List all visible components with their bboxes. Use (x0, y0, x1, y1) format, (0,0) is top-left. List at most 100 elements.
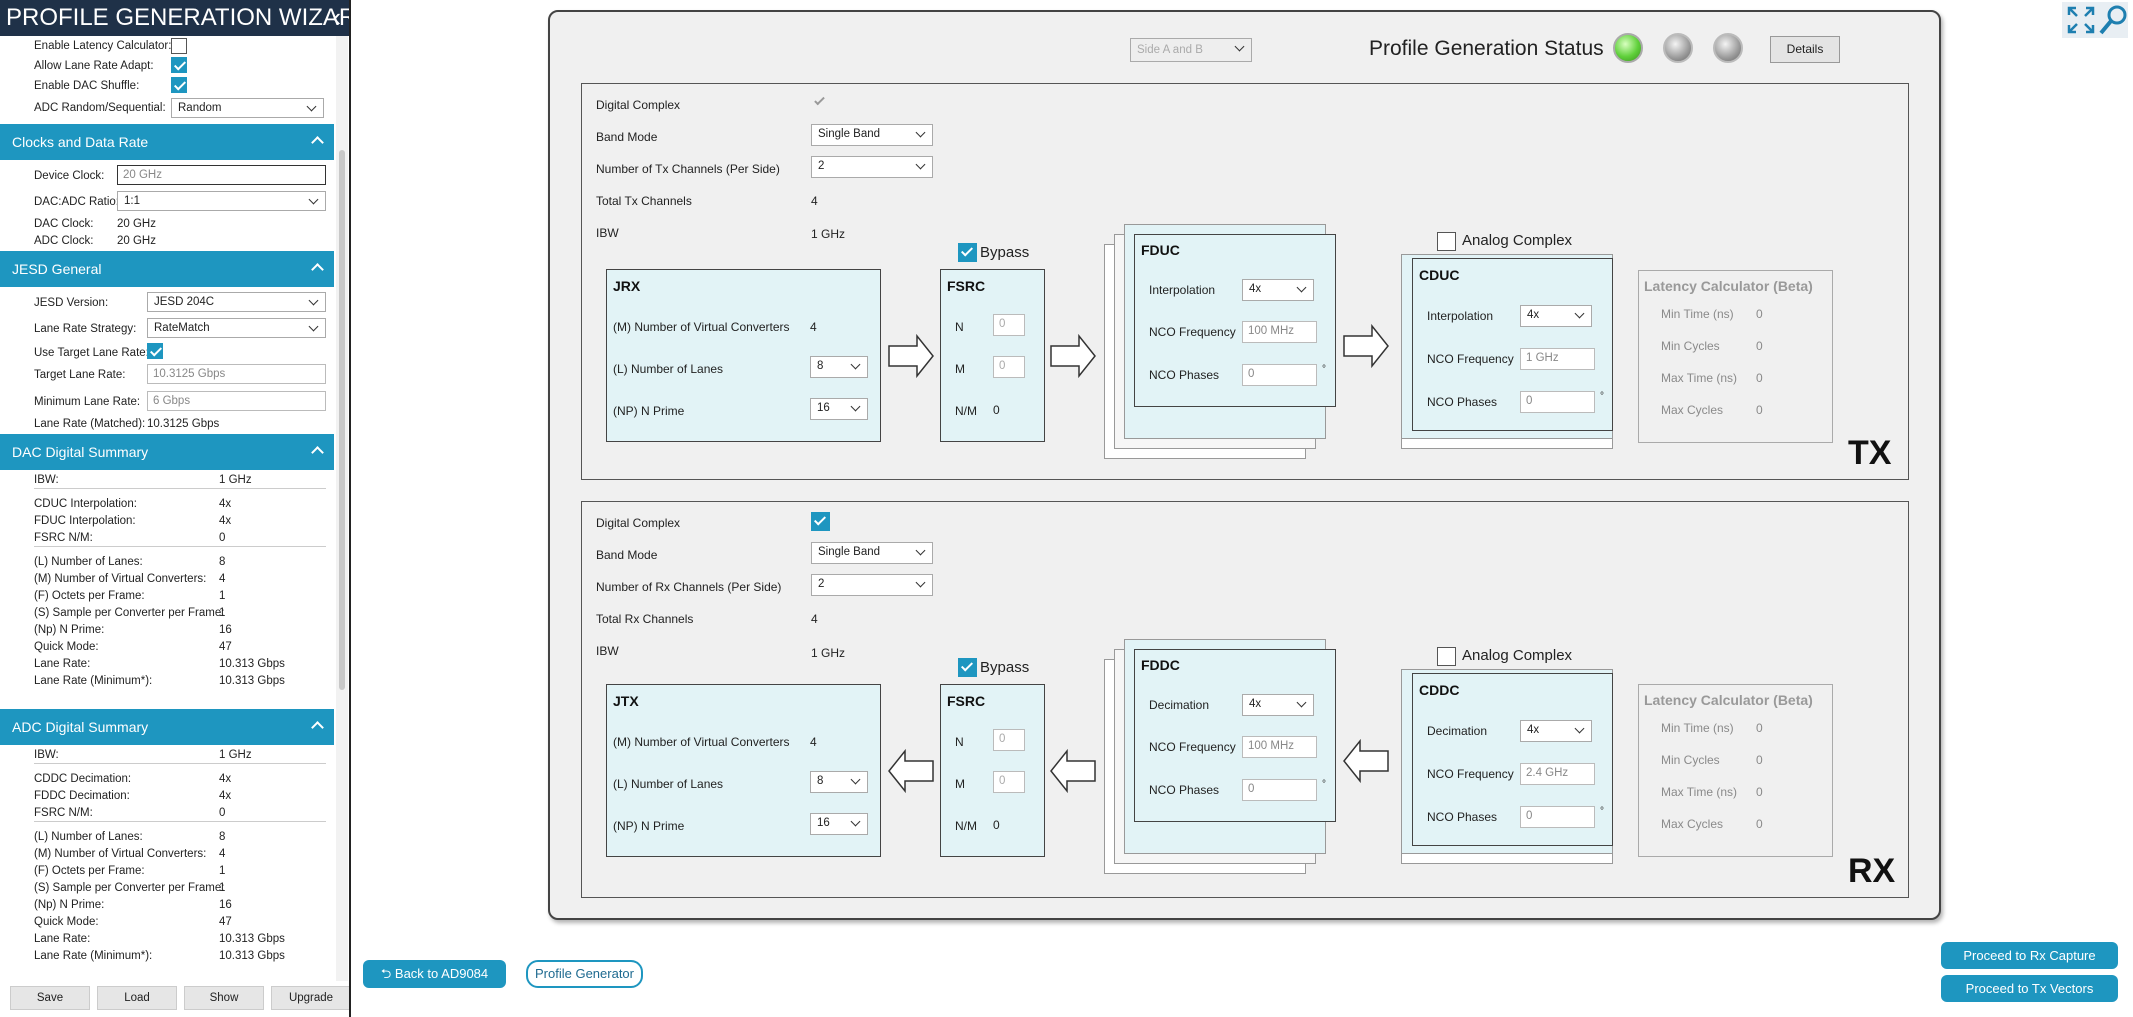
fduc-nco-freq-input[interactable]: 100 MHz (1242, 321, 1317, 343)
collapse-up-icon (311, 446, 324, 459)
fduc-interp-select[interactable]: 4x (1242, 279, 1314, 301)
tx-band-mode-select[interactable]: Single Band (811, 124, 933, 146)
fduc-nco-phase-input[interactable]: 0 (1242, 364, 1317, 386)
rx-analog-complex-checkbox[interactable] (1437, 647, 1456, 666)
jtx-l-select[interactable]: 8 (810, 771, 868, 793)
dac-summary-header[interactable]: DAC Digital Summary (0, 434, 334, 470)
rx-fsrc-block: FSRC N 0 M 0 N/M 0 (940, 684, 1045, 857)
jrx-l-select[interactable]: 8 (810, 356, 868, 378)
back-button[interactable]: ⮌ Back to AD9084 (363, 960, 506, 988)
tx-latency-box: Latency Calculator (Beta) Min Time (ns) … (1638, 270, 1833, 443)
tx-fsrc-n-input[interactable]: 0 (993, 314, 1025, 336)
rx-fsrc-m-input[interactable]: 0 (993, 771, 1025, 793)
cduc-nco-freq-input[interactable]: 1 GHz (1520, 348, 1595, 370)
rx-fsrc-n-input[interactable]: 0 (993, 729, 1025, 751)
zoom-icon[interactable] (2098, 4, 2128, 36)
cddc-nco-freq-input[interactable]: 2.4 GHz (1520, 763, 1595, 785)
dac-summary-label: IBW: (34, 474, 59, 486)
dac-adc-ratio-label: DAC:ADC Ratio: (34, 196, 119, 208)
jesd-version-select[interactable]: JESD 204C (147, 292, 326, 312)
dac-summary-value: 4x (219, 515, 232, 527)
adc-summary-label: (S) Sample per Converter per Frame: (34, 882, 225, 894)
wizard-sidebar: PROFILE GENERATION WIZARD ‹ Enable Laten… (0, 0, 351, 1017)
tx-analog-complex-checkbox[interactable] (1437, 232, 1456, 251)
use-target-lane-rate-label: Use Target Lane Rate: (34, 347, 149, 359)
jtx-m-label: (M) Number of Virtual Converters (613, 735, 790, 749)
dac-summary-label: (L) Number of Lanes: (34, 556, 143, 568)
proceed-tx-vectors-button[interactable]: Proceed to Tx Vectors (1941, 975, 2118, 1002)
cddc-nco-phase-input[interactable]: 0 (1520, 806, 1595, 828)
details-button[interactable]: Details (1770, 36, 1840, 63)
lane-rate-strategy-label: Lane Rate Strategy: (34, 323, 137, 335)
adc-summary-value: 10.313 Gbps (219, 933, 285, 945)
minimum-lane-rate-input[interactable]: 6 Gbps (147, 391, 326, 411)
tx-tag: TX (1848, 434, 1892, 472)
save-button[interactable]: Save (10, 986, 90, 1010)
rx-fsrc-nm-value: 0 (993, 818, 1000, 832)
tx-channels-select[interactable]: 2 (811, 156, 933, 178)
tx-total-channels-value: 4 (811, 194, 818, 208)
rx-ibw-value: 1 GHz (811, 646, 846, 660)
left-arrow-icon (888, 749, 934, 793)
adc-random-label: ADC Random/Sequential: (34, 102, 166, 114)
use-target-lane-rate-checkbox[interactable] (147, 343, 163, 359)
rx-bypass-checkbox[interactable] (958, 658, 977, 677)
adc-summary-label: Quick Mode: (34, 916, 99, 928)
show-button[interactable]: Show (184, 986, 264, 1010)
side-select[interactable]: Side A and B (1130, 38, 1252, 62)
tx-digital-complex-checkbox[interactable] (812, 94, 828, 110)
tx-bypass-checkbox[interactable] (958, 243, 977, 262)
enable-latency-checkbox[interactable] (171, 38, 187, 54)
proceed-rx-capture-button[interactable]: Proceed to Rx Capture (1941, 942, 2118, 969)
rx-latency-value: 0 (1756, 721, 1763, 735)
profile-generator-button[interactable]: Profile Generator (526, 960, 643, 988)
rx-digital-complex-checkbox[interactable] (811, 512, 830, 531)
expand-icon[interactable] (2066, 5, 2096, 35)
lane-rate-strategy-select[interactable]: RateMatch (147, 318, 326, 338)
clocks-section-header[interactable]: Clocks and Data Rate (0, 124, 334, 160)
dac-summary-label: FSRC N/M: (34, 532, 93, 544)
jesd-version-label: JESD Version: (34, 297, 109, 309)
upgrade-button[interactable]: Upgrade (271, 986, 349, 1010)
fddc-nco-phase-input[interactable]: 0 (1242, 779, 1317, 801)
rx-latency-value: 0 (1756, 817, 1763, 831)
cddc-dec-select[interactable]: 4x (1520, 720, 1592, 742)
dac-summary-label: Quick Mode: (34, 641, 99, 653)
collapse-up-icon (311, 721, 324, 734)
adc-summary-header[interactable]: ADC Digital Summary (0, 709, 334, 745)
cddc-title: CDDC (1419, 682, 1460, 698)
fddc-nco-freq-input[interactable]: 100 MHz (1242, 736, 1317, 758)
left-arrow-icon (1050, 749, 1096, 793)
tx-fsrc-m-input[interactable]: 0 (993, 356, 1025, 378)
summary-divider (34, 546, 326, 547)
dac-summary-value: 16 (219, 624, 232, 636)
cduc-nco-phase-input[interactable]: 0 (1520, 391, 1595, 413)
jesd-section-header[interactable]: JESD General (0, 251, 334, 287)
cduc-title: CDUC (1419, 267, 1460, 283)
allow-lane-rate-checkbox[interactable] (171, 57, 187, 73)
target-lane-rate-input[interactable]: 10.3125 Gbps (147, 364, 326, 384)
load-button[interactable]: Load (97, 986, 177, 1010)
enable-dac-shuffle-checkbox[interactable] (171, 77, 187, 93)
dac-summary-value: 1 (219, 607, 226, 619)
tx-latency-value: 0 (1756, 403, 1763, 417)
cduc-interp-select[interactable]: 4x (1520, 305, 1592, 327)
dac-summary-label: (M) Number of Virtual Converters: (34, 573, 207, 585)
collapse-chevron-icon[interactable]: ‹ (332, 2, 341, 32)
rx-channels-select[interactable]: 2 (811, 574, 933, 596)
adc-random-select[interactable]: Random (171, 98, 324, 118)
device-clock-input[interactable]: 20 GHz (117, 165, 326, 185)
fddc-dec-select[interactable]: 4x (1242, 694, 1314, 716)
adc-summary-label: (L) Number of Lanes: (34, 831, 143, 843)
jtx-np-select[interactable]: 16 (810, 813, 868, 835)
summary-divider (34, 763, 326, 764)
dac-adc-ratio-select[interactable]: 1:1 (117, 191, 326, 211)
jrx-m-label: (M) Number of Virtual Converters (613, 320, 790, 334)
jrx-np-select[interactable]: 16 (810, 398, 868, 420)
tx-bypass-label: Bypass (980, 244, 1030, 261)
adc-summary-label: FDDC Decimation: (34, 790, 130, 802)
adc-summary-value: 1 (219, 882, 226, 894)
fduc-nco-freq-label: NCO Frequency (1149, 325, 1236, 339)
rx-band-mode-select[interactable]: Single Band (811, 542, 933, 564)
sidebar-scroll-thumb[interactable] (339, 150, 345, 690)
